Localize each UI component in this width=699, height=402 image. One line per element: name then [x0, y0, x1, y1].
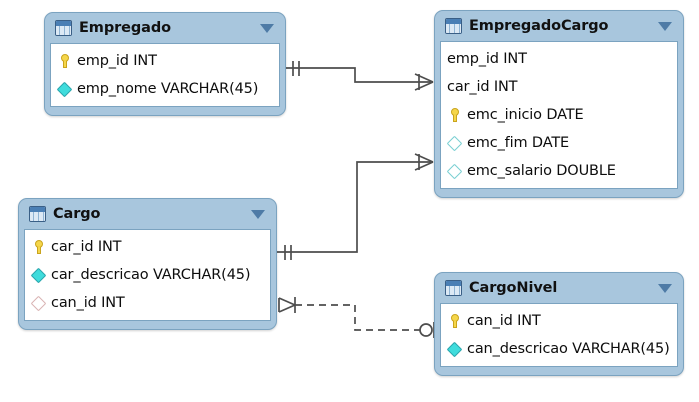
diamond-filled-icon	[56, 81, 73, 98]
column-label: car_id INT	[51, 239, 122, 255]
diamond-filled-icon	[30, 267, 47, 284]
diamond-filled-icon	[446, 341, 463, 358]
column-label: car_descricao VARCHAR(45)	[51, 267, 251, 283]
table-title: CargoNivel	[469, 280, 558, 296]
column-label: can_descricao VARCHAR(45)	[467, 341, 670, 357]
table-body-empregadocargo: emp_id INT car_id INT emc_inicio DATE em…	[440, 41, 678, 189]
column-row[interactable]: car_descricao VARCHAR(45)	[25, 261, 270, 289]
column-label: car_id INT	[447, 79, 518, 95]
chevron-down-icon[interactable]	[251, 209, 265, 219]
table-title: Empregado	[79, 20, 171, 36]
table-title: EmpregadoCargo	[469, 18, 609, 34]
table-body-cargonivel: can_id INT can_descricao VARCHAR(45)	[440, 303, 678, 367]
chevron-down-icon[interactable]	[260, 23, 274, 33]
table-header-empregadocargo[interactable]: EmpregadoCargo	[440, 11, 678, 41]
column-label: emp_nome VARCHAR(45)	[77, 81, 259, 97]
column-row[interactable]: emc_salario DOUBLE	[441, 157, 677, 185]
column-row[interactable]: emp_id INT	[51, 47, 279, 75]
column-label: emc_fim DATE	[467, 135, 570, 151]
table-header-empregado[interactable]: Empregado	[50, 13, 280, 43]
chevron-down-icon[interactable]	[658, 283, 672, 293]
column-row[interactable]: car_id INT	[25, 233, 270, 261]
table-cargonivel[interactable]: CargoNivel can_id INT can_descricao VARC…	[434, 272, 684, 376]
table-body-empregado: emp_id INT emp_nome VARCHAR(45)	[50, 43, 280, 107]
key-icon	[30, 239, 47, 256]
table-icon	[55, 20, 72, 36]
connector-empregado-empregadocargo	[286, 61, 434, 91]
column-label: can_id INT	[51, 295, 125, 311]
table-body-cargo: car_id INT car_descricao VARCHAR(45) can…	[24, 229, 271, 321]
table-title: Cargo	[53, 206, 101, 222]
table-icon	[445, 280, 462, 296]
column-row[interactable]: emp_id INT	[441, 45, 677, 73]
column-row[interactable]: car_id INT	[441, 73, 677, 101]
key-icon	[446, 313, 463, 330]
table-icon	[445, 18, 462, 34]
column-row[interactable]: can_id INT	[441, 307, 677, 335]
column-row[interactable]: emp_nome VARCHAR(45)	[51, 75, 279, 103]
table-header-cargonivel[interactable]: CargoNivel	[440, 273, 678, 303]
column-label: emc_salario DOUBLE	[467, 163, 616, 179]
column-row[interactable]: emc_inicio DATE	[441, 101, 677, 129]
table-empregadocargo[interactable]: EmpregadoCargo emp_id INT car_id INT emc…	[434, 10, 684, 198]
chevron-down-icon[interactable]	[658, 21, 672, 31]
key-icon	[446, 107, 463, 124]
column-label: emp_id INT	[77, 53, 157, 69]
table-cargo[interactable]: Cargo car_id INT car_descricao VARCHAR(4…	[18, 198, 277, 330]
table-header-cargo[interactable]: Cargo	[24, 199, 271, 229]
connector-cargo-cargonivel	[278, 297, 435, 338]
column-row[interactable]: can_id INT	[25, 289, 270, 317]
column-row[interactable]: can_descricao VARCHAR(45)	[441, 335, 677, 363]
connector-cargo-empregadocargo	[277, 153, 434, 260]
column-label: emc_inicio DATE	[467, 107, 584, 123]
key-icon	[56, 53, 73, 70]
diamond-outline-icon	[446, 135, 463, 152]
table-empregado[interactable]: Empregado emp_id INT emp_nome VARCHAR(45…	[44, 12, 286, 116]
column-label: emp_id INT	[447, 51, 527, 67]
column-label: can_id INT	[467, 313, 541, 329]
table-icon	[29, 206, 46, 222]
column-row[interactable]: emc_fim DATE	[441, 129, 677, 157]
diamond-outline-icon	[446, 163, 463, 180]
diamond-outline-pink-icon	[30, 295, 47, 312]
